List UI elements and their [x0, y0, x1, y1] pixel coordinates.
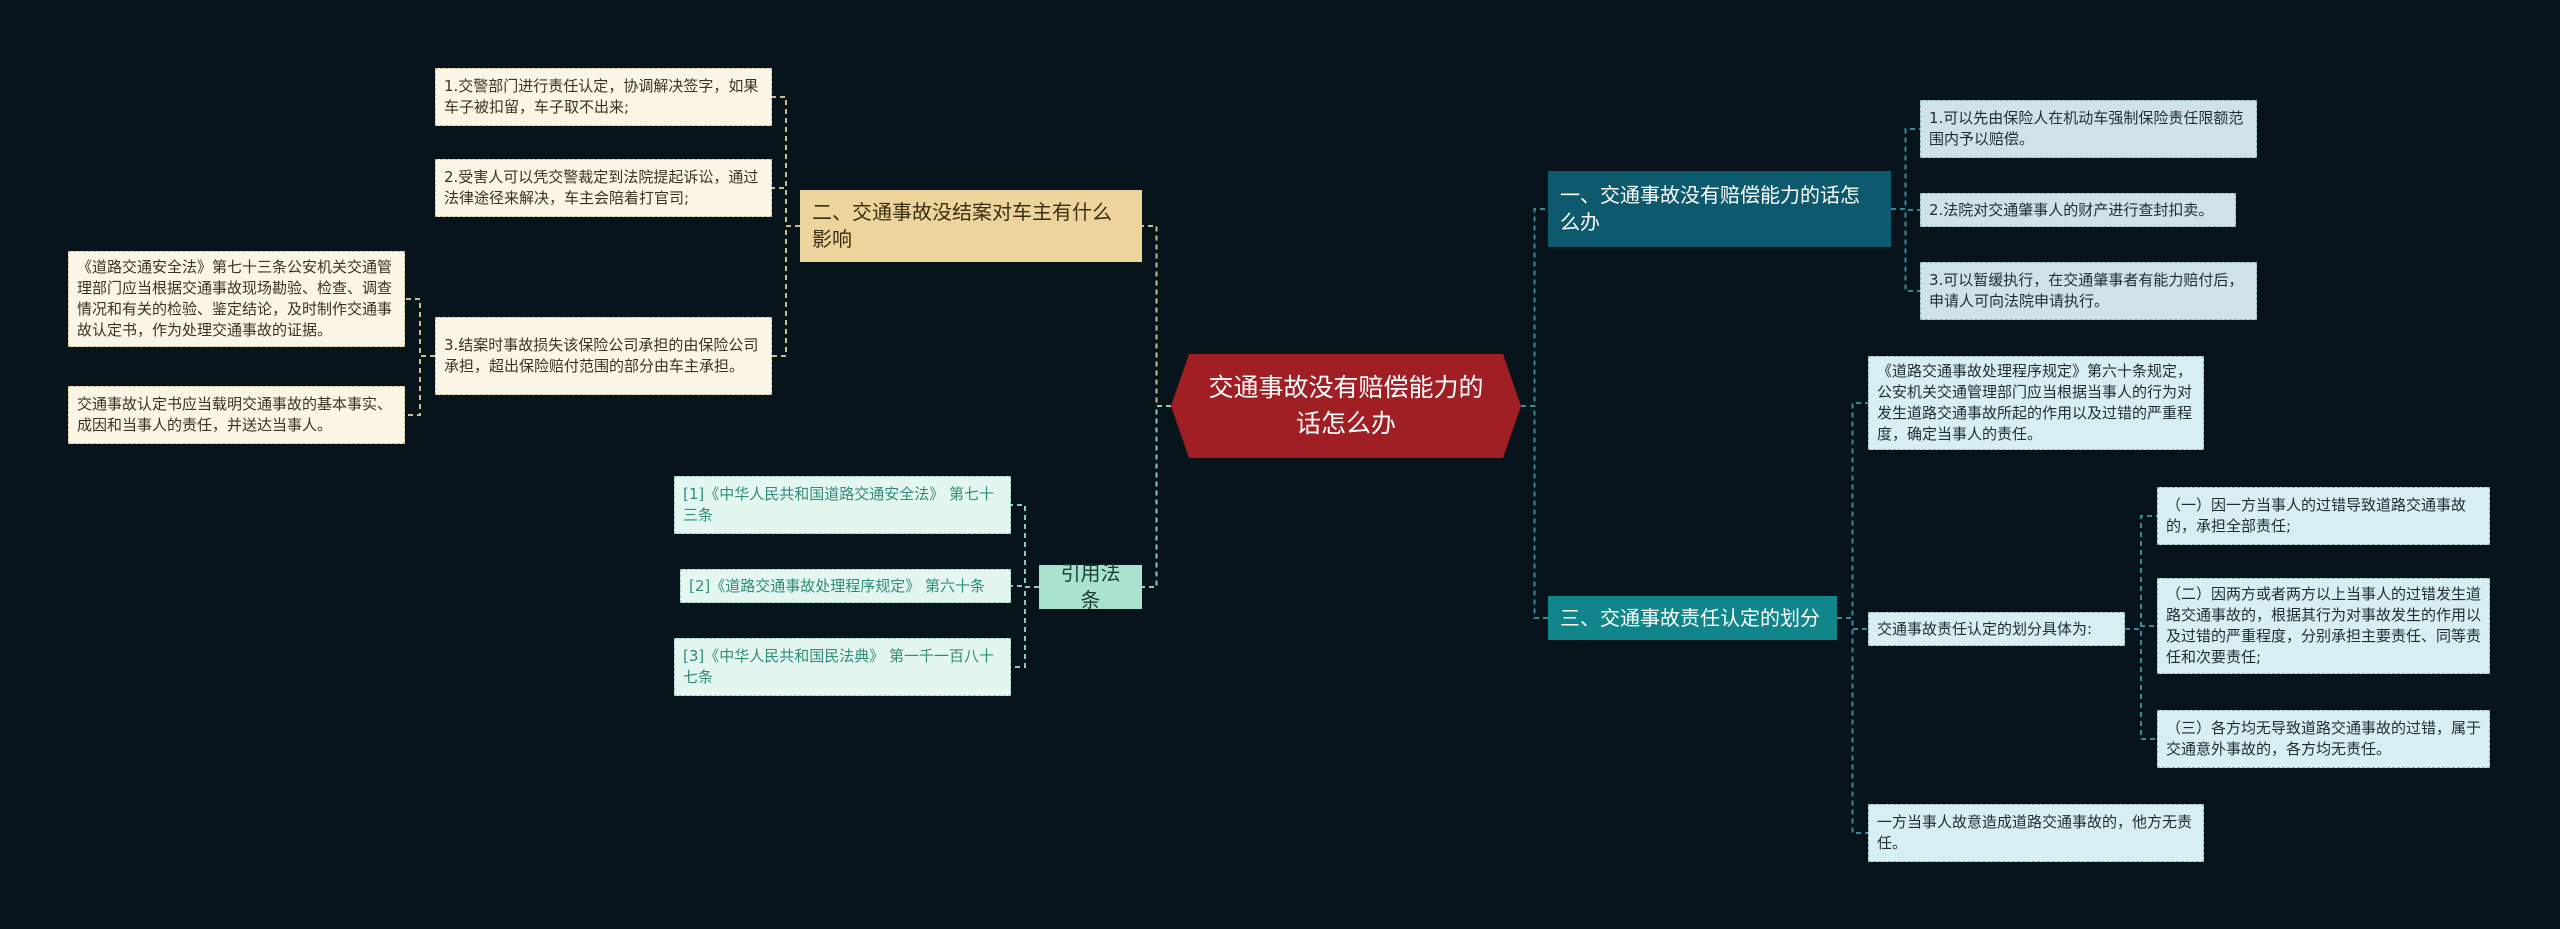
connector-line: [1142, 225, 1171, 407]
leaf-suspended-execution[interactable]: 3.可以暂缓执行，在交通肇事者有能力赔付后，申请人可向法院申请执行。: [1920, 262, 2257, 320]
connector-line: [1891, 128, 1920, 210]
root-topic-label: 交通事故没有赔偿能力的话怎么办: [1208, 373, 1484, 438]
branch-liability-division[interactable]: 三、交通事故责任认定的划分: [1548, 596, 1837, 640]
leaf-text: [1]《中华人民共和国道路交通安全法》 第七十三条: [683, 485, 995, 524]
leaf-text: （三）各方均无导致道路交通事故的过错，属于交通意外事故的，各方均无责任。: [2166, 719, 2482, 758]
connector-line: [1521, 208, 1548, 407]
leaf-shared-liability[interactable]: （二）因两方或者两方以上当事人的过错发生道路交通事故的，根据其行为对事故发生的作…: [2157, 578, 2490, 674]
connector-line: [405, 298, 435, 357]
leaf-police-responsibility[interactable]: 1.交警部门进行责任认定，协调解决签字，如果车子被扣留，车子取不出来;: [435, 68, 772, 126]
leaf-intentional-accident[interactable]: 一方当事人故意造成道路交通事故的，他方无责任。: [1868, 804, 2204, 862]
connector-line: [772, 187, 800, 227]
leaf-no-liability[interactable]: （三）各方均无导致道路交通事故的过错，属于交通意外事故的，各方均无责任。: [2157, 710, 2490, 768]
connector-line: [1011, 586, 1039, 668]
connector-line: [1837, 617, 1868, 834]
connector-line: [2125, 628, 2157, 740]
leaf-victim-lawsuit[interactable]: 2.受害人可以凭交警裁定到法院提起诉讼，通过法律途径来解决，车主会陪着打官司;: [435, 159, 772, 217]
leaf-text: 《道路交通安全法》第七十三条公安机关交通管理部门应当根据交通事故现场勘验、检查、…: [77, 258, 393, 339]
connector-line: [772, 96, 800, 227]
leaf-text: （二）因两方或者两方以上当事人的过错发生道路交通事故的，根据其行为对事故发生的作…: [2166, 585, 2482, 666]
connector-line: [1521, 405, 1548, 619]
connector-line: [1837, 402, 1868, 619]
connector-line: [772, 225, 800, 357]
leaf-text: （一）因一方当事人的过错导致道路交通事故的，承担全部责任;: [2166, 496, 2467, 535]
leaf-text: [2]《道路交通事故处理程序规定》 第六十条: [689, 576, 986, 595]
leaf-text: 交通事故认定书应当载明交通事故的基本事实、成因和当事人的责任，并送达当事人。: [77, 395, 393, 434]
branch-case-not-closed-label: 二、交通事故没结案对车主有什么影响: [812, 200, 1112, 251]
connector-line: [1011, 504, 1039, 588]
leaf-full-liability[interactable]: （一）因一方当事人的过错导致道路交通事故的，承担全部责任;: [2157, 487, 2490, 545]
connector-line: [1891, 208, 1920, 211]
branch-cited-laws-label: 引用法条: [1060, 561, 1121, 612]
law-link-procedure-regulation[interactable]: [2]《道路交通事故处理程序规定》 第六十条: [680, 569, 1011, 603]
leaf-insurance-settlement[interactable]: 3.结案时事故损失该保险公司承担的由保险公司承担，超出保险赔付范围的部分由车主承…: [435, 317, 772, 395]
connector-line: [2125, 515, 2157, 630]
root-topic[interactable]: 交通事故没有赔偿能力的话怎么办: [1171, 354, 1521, 458]
leaf-text: 3.结案时事故损失该保险公司承担的由保险公司承担，超出保险赔付范围的部分由车主承…: [444, 336, 759, 375]
law-link-traffic-safety-law[interactable]: [1]《中华人民共和国道路交通安全法》 第七十三条: [674, 476, 1011, 534]
leaf-text: 2.受害人可以凭交警裁定到法院提起诉讼，通过法律途径来解决，车主会陪着打官司;: [444, 168, 759, 207]
connector-line: [405, 355, 435, 416]
leaf-text: 交通事故责任认定的划分具体为:: [1877, 619, 2093, 638]
connector-line: [1891, 208, 1920, 292]
branch-no-compensation-ability[interactable]: 一、交通事故没有赔偿能力的话怎么办: [1548, 171, 1891, 247]
connector-line: [1142, 405, 1171, 588]
leaf-procedure-article-60[interactable]: 《道路交通事故处理程序规定》第六十条规定，公安机关交通管理部门应当根据当事人的行…: [1868, 356, 2204, 450]
branch-liability-division-label: 三、交通事故责任认定的划分: [1560, 605, 1820, 630]
leaf-accident-certificate[interactable]: 交通事故认定书应当载明交通事故的基本事实、成因和当事人的责任，并送达当事人。: [68, 386, 405, 444]
law-link-civil-code[interactable]: [3]《中华人民共和国民法典》 第一千一百八十七条: [674, 638, 1011, 696]
leaf-division-specifics[interactable]: 交通事故责任认定的划分具体为:: [1868, 612, 2125, 646]
leaf-text: 2.法院对交通肇事人的财产进行查封扣卖。: [1929, 200, 2214, 219]
leaf-text: [3]《中华人民共和国民法典》 第一千一百八十七条: [683, 647, 995, 686]
branch-cited-laws[interactable]: 引用法条: [1039, 561, 1142, 612]
connector-line: [2125, 625, 2157, 630]
leaf-property-seizure[interactable]: 2.法院对交通肇事人的财产进行查封扣卖。: [1920, 193, 2236, 227]
leaf-text: 1.可以先由保险人在机动车强制保险责任限额范围内予以赔偿。: [1929, 109, 2244, 148]
leaf-text: 3.可以暂缓执行，在交通肇事者有能力赔付后，申请人可向法院申请执行。: [1929, 271, 2244, 310]
leaf-traffic-safety-law-73[interactable]: 《道路交通安全法》第七十三条公安机关交通管理部门应当根据交通事故现场勘验、检查、…: [68, 251, 405, 347]
branch-case-not-closed[interactable]: 二、交通事故没结案对车主有什么影响: [800, 190, 1142, 262]
leaf-text: 一方当事人故意造成道路交通事故的，他方无责任。: [1877, 813, 2193, 852]
branch-no-compensation-ability-label: 一、交通事故没有赔偿能力的话怎么办: [1560, 183, 1860, 234]
leaf-compulsory-insurance[interactable]: 1.可以先由保险人在机动车强制保险责任限额范围内予以赔偿。: [1920, 100, 2257, 158]
leaf-text: 1.交警部门进行责任认定，协调解决签字，如果车子被扣留，车子取不出来;: [444, 77, 759, 116]
leaf-text: 《道路交通事故处理程序规定》第六十条规定，公安机关交通管理部门应当根据当事人的行…: [1877, 362, 2193, 443]
